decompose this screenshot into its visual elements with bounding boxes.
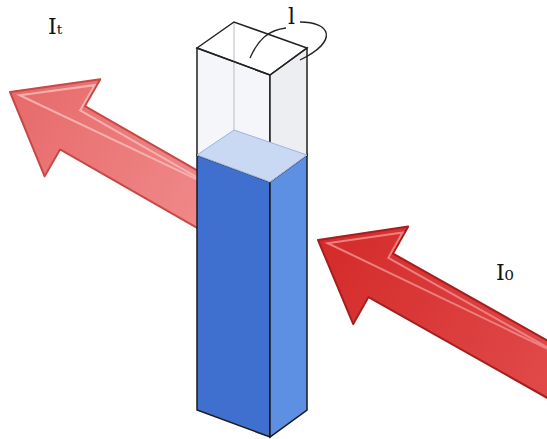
leader-line bbox=[300, 22, 326, 60]
incident-beam-arrow bbox=[291, 191, 547, 426]
liquid-right-face bbox=[270, 155, 307, 437]
liquid-surface bbox=[197, 130, 307, 182]
intensity-label: Iₜ bbox=[48, 16, 62, 38]
cuvette-top-rim bbox=[197, 22, 307, 75]
liquid-left-face bbox=[197, 155, 270, 437]
glass-back-edge bbox=[234, 22, 235, 130]
intensity-label: I₀ bbox=[496, 262, 514, 284]
path-length-label: l bbox=[288, 6, 295, 28]
leader-line bbox=[250, 28, 286, 58]
